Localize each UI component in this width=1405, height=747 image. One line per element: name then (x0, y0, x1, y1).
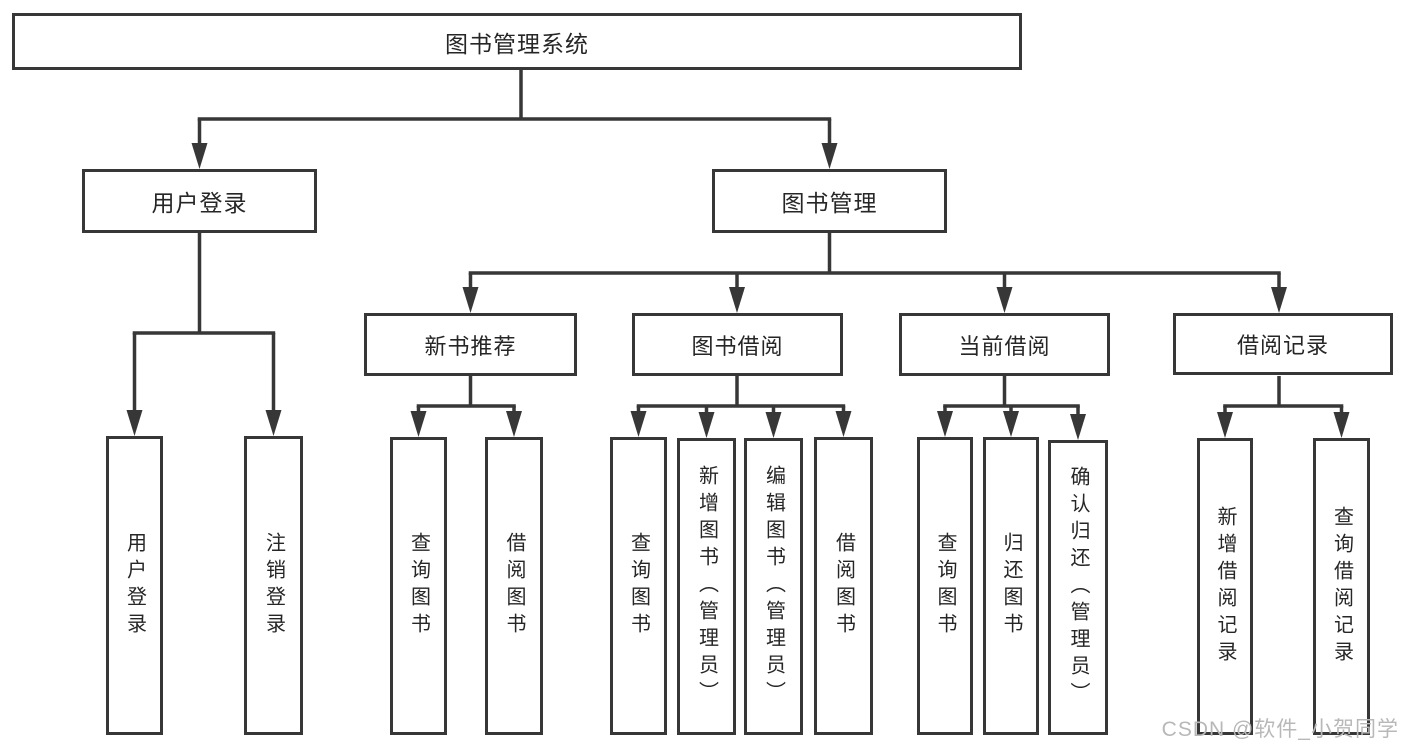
node-label: 图书管理系统 (445, 30, 589, 57)
leaf-add-book-admin: 新增图书（管理员） (677, 438, 736, 735)
node-label: 编辑图书（管理员） (762, 465, 785, 708)
node-label: 归还图书 (1000, 532, 1022, 640)
node-borrow-records: 借阅记录 (1173, 313, 1393, 375)
leaf-user-login: 用户登录 (106, 436, 163, 735)
leaf-edit-book-admin: 编辑图书（管理员） (744, 438, 803, 735)
leaf-logout: 注销登录 (244, 436, 303, 735)
node-label: 当前借阅 (958, 333, 1051, 359)
leaf-query-books-current: 查询图书 (917, 437, 973, 735)
node-label: 查询图书 (407, 532, 430, 640)
node-label: 用户登录 (151, 190, 248, 216)
node-label: 确认归还（管理员） (1067, 466, 1089, 709)
leaf-query-borrow-record: 查询借阅记录 (1313, 438, 1370, 735)
node-label: 借阅图书 (503, 532, 525, 640)
node-root-system: 图书管理系统 (12, 13, 1022, 70)
node-label: 借阅图书 (832, 532, 855, 640)
node-label: 图书管理 (781, 190, 878, 216)
leaf-add-borrow-record: 新增借阅记录 (1197, 438, 1253, 735)
node-current-borrow: 当前借阅 (899, 313, 1110, 376)
node-label: 借阅记录 (1236, 333, 1329, 358)
leaf-return-books: 归还图书 (983, 437, 1039, 735)
node-label: 查询图书 (934, 532, 956, 640)
leaf-confirm-return-admin: 确认归还（管理员） (1048, 440, 1108, 735)
csdn-watermark: CSDN @软件_小贺同学 (1161, 718, 1399, 741)
leaf-borrow-books-recommend: 借阅图书 (485, 437, 543, 735)
node-label: 新增借阅记录 (1214, 505, 1236, 668)
node-user-login: 用户登录 (82, 169, 317, 233)
node-book-management: 图书管理 (712, 169, 947, 233)
node-new-book-recommend: 新书推荐 (364, 313, 577, 376)
node-label: 图书借阅 (691, 333, 784, 359)
leaf-borrow-books: 借阅图书 (814, 437, 873, 735)
leaf-query-books-recommend: 查询图书 (390, 437, 447, 735)
node-book-borrow: 图书借阅 (632, 313, 843, 376)
node-label: 新书推荐 (424, 333, 517, 359)
node-label: 用户登录 (123, 531, 146, 640)
node-label: 查询借阅记录 (1330, 505, 1353, 668)
node-label: 查询图书 (627, 532, 650, 640)
node-label: 新增图书（管理员） (695, 465, 718, 708)
leaf-query-books-borrow: 查询图书 (610, 437, 667, 735)
node-label: 注销登录 (262, 531, 285, 640)
